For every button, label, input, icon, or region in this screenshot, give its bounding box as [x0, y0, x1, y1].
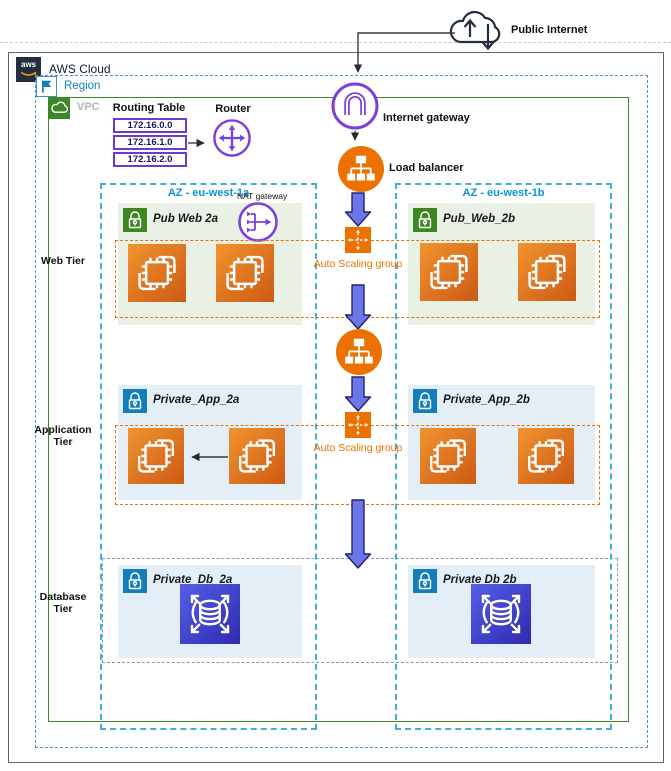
rds-database-icon	[471, 584, 531, 644]
tier-label-database: Database Tier	[39, 591, 87, 616]
internet-gateway-icon	[331, 82, 379, 130]
load-balancer-label: Load balancer	[389, 162, 464, 174]
aws-cloud-label: AWS Cloud	[49, 62, 111, 76]
aws-cloud-box	[8, 52, 664, 763]
subnet-label-pub-web-2a: Pub Web 2a	[153, 213, 218, 225]
ec2-instance-icon	[229, 428, 285, 484]
tier-label-web: Web Tier	[41, 255, 85, 267]
route-entry: 172.16.2.0	[113, 152, 187, 167]
vpc-cloud-icon	[49, 98, 70, 119]
aws-logo-text: aws	[21, 60, 37, 69]
az-title-1a: AZ - eu-west-1a	[167, 187, 250, 199]
region-label: Region	[64, 80, 101, 92]
nat-gateway-icon	[238, 202, 278, 242]
vpc-label: VPC	[77, 101, 100, 113]
subnet-label-pub-web-2b: Pub_Web_2b	[443, 213, 515, 225]
private-subnet-lock-icon	[123, 569, 147, 593]
ec2-instance-icon	[216, 244, 274, 302]
page-boundary-line	[0, 42, 671, 43]
internet-gateway-label: Internet gateway	[383, 112, 470, 124]
auto-scaling-label-app: Auto Scaling group	[313, 442, 403, 454]
ec2-instance-icon	[420, 243, 478, 301]
subnet-label-private-app-2a: Private_App_2a	[153, 394, 240, 406]
ec2-instance-icon	[420, 428, 476, 484]
nat-gateway-label: NAT gateway	[237, 191, 288, 201]
route-entry: 172.16.0.0	[113, 118, 187, 133]
az-box-eu-west-1a	[100, 183, 317, 730]
public-internet-label: Public Internet	[511, 24, 588, 36]
az-box-eu-west-1b	[395, 183, 612, 730]
ec2-instance-icon	[518, 243, 576, 301]
router-icon	[213, 119, 251, 157]
rds-database-icon	[180, 584, 240, 644]
private-subnet-lock-icon	[413, 569, 437, 593]
load-balancer-icon	[336, 329, 382, 375]
route-entry: 172.16.1.0	[113, 135, 187, 150]
ec2-instance-icon	[128, 244, 186, 302]
region-flag-icon	[36, 76, 57, 97]
private-subnet-lock-icon	[123, 389, 147, 413]
router-label: Router	[215, 103, 251, 115]
load-balancer-icon	[338, 146, 384, 192]
public-subnet-lock-icon	[123, 208, 147, 232]
subnet-label-private-db-2a: Private_Db_2a	[153, 574, 233, 586]
subnet-label-private-db-2b: Private Db 2b	[443, 574, 517, 586]
az-title-1b: AZ - eu-west-1b	[462, 187, 545, 199]
public-internet-cloud-icon	[444, 2, 510, 52]
region-box	[35, 75, 648, 748]
tier-label-application: Application Tier	[34, 424, 92, 449]
routing-table-title: Routing Table	[112, 102, 186, 114]
ec2-instance-icon	[128, 428, 184, 484]
auto-scaling-icon	[345, 227, 371, 253]
auto-scaling-icon	[345, 412, 371, 438]
ec2-instance-icon	[518, 428, 574, 484]
subnet-label-private-app-2b: Private_App_2b	[443, 394, 530, 406]
auto-scaling-label-web: Auto Scaling group	[313, 258, 403, 270]
public-subnet-lock-icon	[413, 208, 437, 232]
private-subnet-lock-icon	[413, 389, 437, 413]
